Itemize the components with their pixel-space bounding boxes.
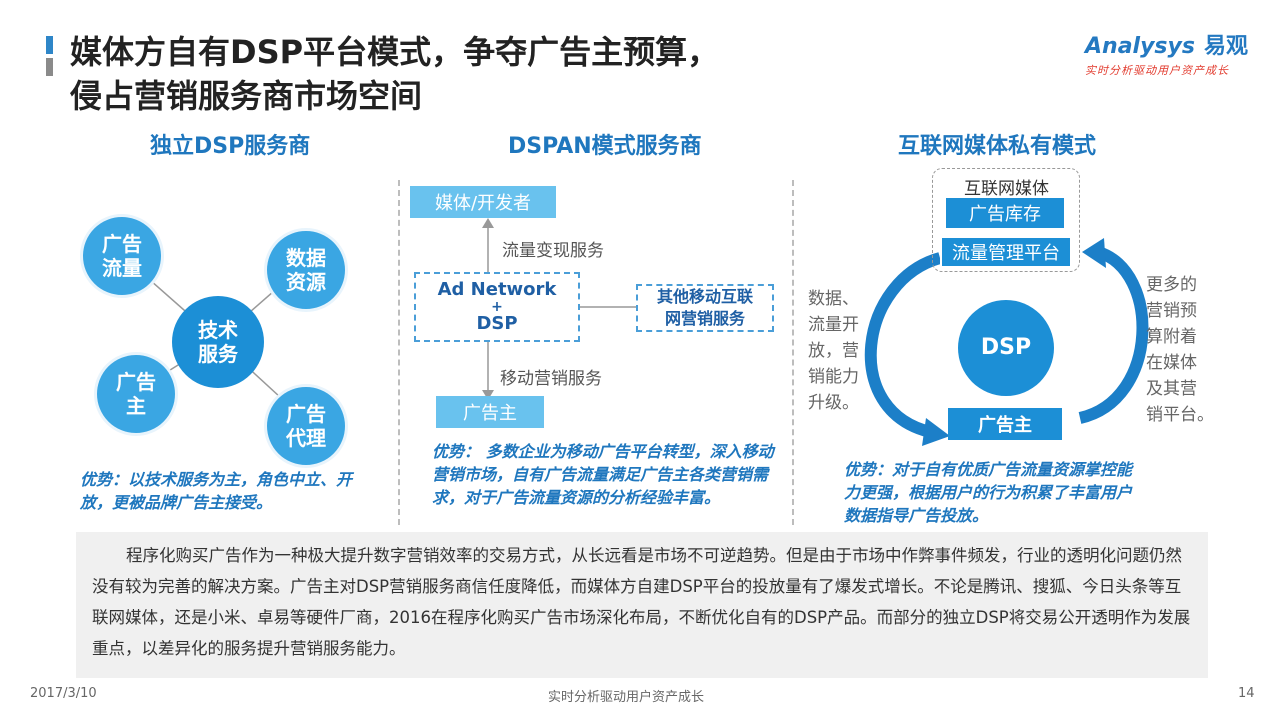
summary-paragraph: 程序化购买广告作为一种极大提升数字营销效率的交易方式，从长远看是市场不可逆趋势。…: [76, 532, 1208, 678]
divider-right: [792, 180, 794, 525]
label-mobile-marketing: 移动营销服务: [500, 369, 602, 389]
logo-mark: A: [1085, 34, 1103, 59]
node-ad-traffic: 广告 流量: [80, 214, 164, 298]
box-adnetwork-dsp: Ad Network + DSP: [414, 272, 580, 342]
col2-heading: DSPAN模式服务商: [508, 134, 702, 159]
title-accent-bar: [46, 36, 53, 76]
title-line-1: 媒体方自有DSP平台模式，争夺广告主预算，: [70, 33, 720, 71]
node-tech-service: 技术 服务: [172, 296, 264, 388]
label-more-budget: 更多的 营销预 算附着 在媒体 及其营 销平台。: [1146, 275, 1214, 425]
adnetwork-label: Ad Network: [437, 279, 557, 300]
node-dsp: DSP: [958, 300, 1054, 396]
divider-left: [398, 180, 400, 525]
label-data-traffic-open: 数据、 流量开 放，营 销能力 升级。: [808, 289, 859, 413]
box-advertiser: 广告主: [436, 396, 544, 428]
col2-advantage: 优势： 多数企业为移动广告平台转型，深入移动营销市场，自有广告流量满足广告主各类…: [432, 442, 774, 507]
label-internet-media: 互联网媒体: [964, 179, 1049, 199]
col1-heading: 独立DSP服务商: [150, 134, 311, 159]
col3-heading: 互联网媒体私有模式: [898, 134, 1097, 159]
logo-brand-cn: 易观: [1204, 34, 1249, 59]
logo-brand: nalysys: [1102, 34, 1195, 59]
node-ad-agency: 广告 代理: [264, 384, 348, 468]
node-data-resources: 数据 资源: [264, 228, 348, 312]
page-title: 媒体方自有DSP平台模式，争夺广告主预算， 侵占营销服务商市场空间: [70, 30, 719, 118]
box-ad-inventory: 广告库存: [946, 198, 1064, 228]
title-line-2: 侵占营销服务商市场空间: [70, 77, 423, 115]
label-traffic-monetization: 流量变现服务: [502, 241, 604, 261]
analysys-logo: Analysys 易观 实时分析驱动用户资产成长: [1085, 28, 1255, 78]
box-col3-advertiser: 广告主: [948, 408, 1062, 440]
media-group: [932, 168, 1080, 272]
box-media-developer: 媒体/开发者: [410, 186, 556, 218]
box-traffic-management: 流量管理平台: [940, 236, 1072, 268]
plus-label: +: [491, 299, 503, 315]
col1-advantage: 优势：以技术服务为主，角色中立、开放，更被品牌广告主接受。: [80, 470, 353, 512]
footer-slogan: 实时分析驱动用户资产成长: [548, 690, 705, 705]
logo-slogan: 实时分析驱动用户资产成长: [1085, 64, 1229, 77]
dsp-label: DSP: [476, 313, 518, 334]
footer-date: 2017/3/10: [30, 686, 97, 701]
col3-advantage: 优势：对于自有优质广告流量资源掌控能力更强，根据用户的行为积累了丰富用户数据指导…: [844, 460, 1133, 525]
node-advertiser: 广告 主: [94, 352, 178, 436]
box-other-mobile-services: 其他移动互联 网营销服务: [636, 284, 774, 332]
footer-page-number: 14: [1238, 686, 1255, 701]
